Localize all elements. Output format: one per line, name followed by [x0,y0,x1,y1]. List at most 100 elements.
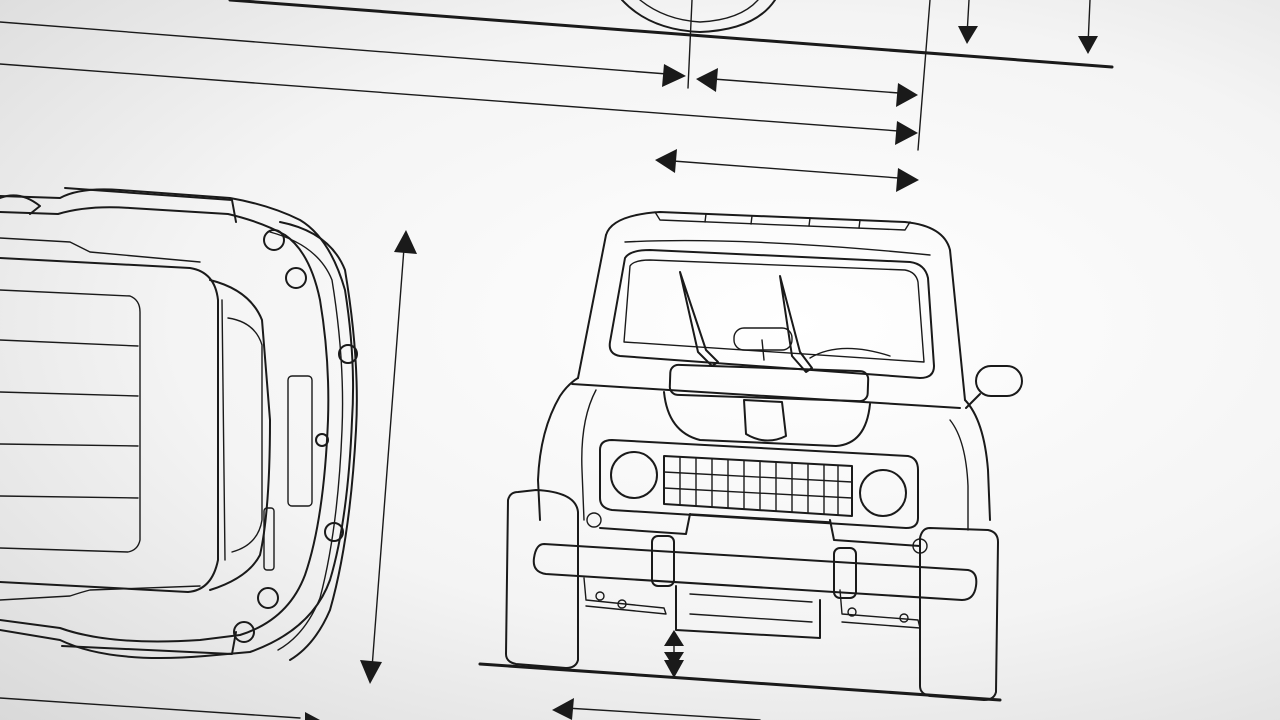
front-view-bumper-guard-right [833,547,857,599]
side-view-wheel-rim [639,0,759,23]
extension-line-wheel-center [687,0,693,89]
roof-vent-rib-1 [704,213,707,223]
front-view-bumper [532,543,978,601]
roof-rib-3 [0,443,139,447]
top-view-roof [0,257,219,593]
suspension-bolt-3 [847,607,857,617]
roof-vent-rib-4 [858,219,861,229]
front-view-suspension-left [583,577,667,615]
dimension-line-front-track [659,159,913,180]
front-view [478,211,1023,702]
front-view-subframe [675,585,821,639]
top-view-indicator [263,507,275,571]
front-view-hood-vent [668,363,870,403]
top-view-hood-edge [209,279,271,591]
arrowhead-clearance-bottom [664,660,684,678]
suspension-bolt-1 [595,591,605,601]
front-view-bumper-guard-left [651,535,675,587]
dimension-line-overall-length [0,21,681,76]
front-view-roof-vent [654,211,911,231]
front-view-wheel-right [919,527,999,701]
dimension-line-bottom-right [565,707,761,720]
dimension-line-width [371,247,405,669]
top-view-body-inner [0,206,330,643]
arrowhead-clearance-top [664,630,684,646]
side-view-wheel [621,0,776,33]
front-view-windshield-inner [623,259,925,363]
dimension-line-rear-overhang [699,77,913,95]
suspension-bolt-4 [899,613,909,623]
front-view-valance-right [829,519,921,547]
front-view-steering-wheel [809,347,891,359]
dimension-line-bottom-left [0,697,301,719]
front-view-valance-mid [689,513,831,523]
arrowhead-track-left [655,149,677,173]
dimension-lines-top [0,21,919,192]
arrowhead-height-2 [1078,36,1098,54]
arrowhead-length-right [662,64,686,87]
front-view-mirror-arm [965,393,981,409]
front-view-valance-left [599,513,691,535]
front-view-emblem [743,399,787,442]
front-view-indicator-left [586,512,602,528]
top-view [0,187,358,661]
arrowhead-track-right [896,168,919,192]
front-view-left-arch [581,389,597,521]
dimension-line-wheelbase [0,63,913,133]
arrowhead-wheelbase-right [895,121,918,145]
top-view-left-fender [64,187,237,223]
top-view-front-bumper [279,221,358,661]
front-view-grille-bars [663,456,853,516]
front-view-left-pillar [577,234,607,379]
top-view-headlight-left [263,229,285,251]
front-view-wheel-left [505,489,579,669]
top-view-grille [287,375,313,507]
front-view-suspension-right [839,589,921,629]
dimension-width [360,230,417,684]
top-view-marker-left [285,267,307,289]
front-view-hood-front [663,391,871,447]
front-view-left-fender [537,377,579,521]
suspension-bolt-2 [617,599,627,609]
front-view-headlight-right [859,469,907,517]
front-view-subframe-bar-2 [689,613,813,623]
arrowhead-width-top [394,230,417,254]
extension-line-rear [917,0,931,151]
top-view-emblem [315,433,329,447]
roof-rib-1 [0,339,139,347]
front-view-cab-outline [605,211,966,401]
top-view-mirror [0,194,41,215]
front-view-windshield [608,249,935,379]
top-view-door-strip-lower [0,585,201,601]
roof-vent-rib-2 [750,215,753,225]
front-view-wiper-left [679,271,719,367]
top-view-bumper-bolt-upper [338,344,358,364]
front-view-roof-crease [624,239,931,256]
top-view-marker-right [257,587,279,609]
dimension-lines-bottom [0,697,761,720]
arrowhead-height-1 [958,26,978,44]
side-view-fragment [228,0,1114,151]
front-view-right-arch [949,419,969,531]
roof-rib-2 [0,391,139,397]
side-view-ground-line [228,0,1114,69]
arrowhead-overhang-right [896,83,918,107]
front-view-mirror-stem [761,339,765,361]
front-view-headlight-left [610,451,658,499]
top-view-headlight-right [233,621,255,643]
top-view-hood-line [221,299,226,561]
roof-rib-4 [0,495,139,499]
roof-vent-rib-3 [808,217,811,227]
top-view-door-strip-upper [0,237,201,263]
top-view-hood-panel [227,317,263,553]
dimension-ground-clearance [664,630,684,678]
front-view-side-mirror [975,365,1023,397]
front-view-grille-frame [599,439,919,529]
arrowhead-width-bottom [360,660,382,684]
front-view-hood-line [571,383,961,409]
top-view-body-outline [0,188,355,659]
front-view-right-fender [964,399,991,521]
top-view-bumper-bolt-lower [324,522,344,542]
